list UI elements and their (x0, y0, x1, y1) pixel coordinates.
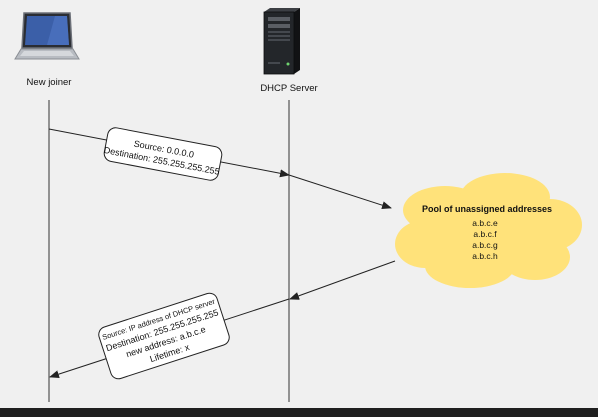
pool-title: Pool of unassigned addresses (422, 204, 552, 214)
pool-address: a.b.c.g (472, 240, 498, 250)
pool-address: a.b.c.h (472, 251, 498, 261)
bottom-frame-strip (0, 408, 598, 417)
diagram-canvas: New joiner DHCP Server Source: 0.0.0.0 D… (0, 0, 598, 408)
offer-message-box: Source: IP address of DHCP server Destin… (98, 292, 230, 380)
pool-address: a.b.c.e (472, 218, 498, 228)
discover-message-box: Source: 0.0.0.0 Destination: 255.255.255… (103, 127, 223, 181)
sequence-diagram: New joiner DHCP Server Source: 0.0.0.0 D… (14, 8, 582, 402)
pool-address: a.b.c.f (473, 229, 497, 239)
address-pool-cloud: Pool of unassigned addresses a.b.c.e a.b… (395, 173, 582, 288)
server-label: DHCP Server (260, 83, 317, 94)
laptop-icon (14, 12, 80, 60)
server-tower-icon (263, 8, 300, 75)
server-to-pool-arrow (288, 174, 392, 210)
pool-to-server-arrow (289, 260, 396, 300)
client-label: New joiner (27, 77, 72, 88)
